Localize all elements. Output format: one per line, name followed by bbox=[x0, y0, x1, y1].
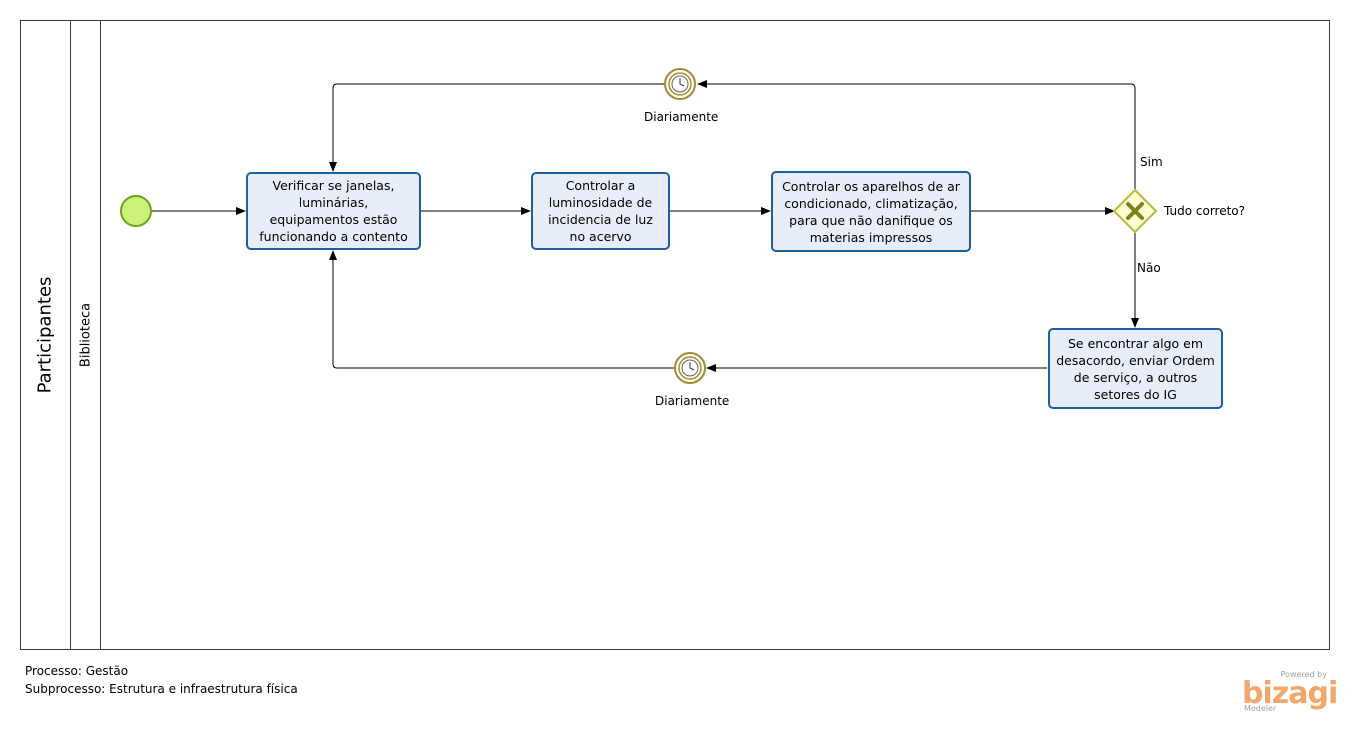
task-control-ac[interactable]: Controlar os aparelhos de ar condicionad… bbox=[771, 171, 971, 252]
timer-top-label: Diariamente bbox=[644, 110, 719, 124]
timer-bottom-label: Diariamente bbox=[655, 394, 730, 408]
flow-gateway-yes bbox=[697, 80, 1136, 190]
gateway-label: Tudo correto? bbox=[1164, 204, 1246, 218]
pool bbox=[20, 20, 1330, 650]
gateway-no-label: Não bbox=[1137, 261, 1161, 275]
exclusive-gateway bbox=[1112, 188, 1158, 234]
x-icon bbox=[1126, 202, 1144, 220]
footer-subprocess: Subprocesso: Estrutura e infraestrutura … bbox=[25, 682, 298, 696]
timer-event-top bbox=[664, 68, 696, 100]
logo-brand: bizagi bbox=[1242, 676, 1338, 711]
bizagi-logo: Powered by bizagi Modeler bbox=[1240, 670, 1338, 715]
lane-header bbox=[70, 20, 101, 650]
logo-product: Modeler bbox=[1244, 704, 1277, 713]
task-control-light[interactable]: Controlar a luminosidade de incidencia d… bbox=[531, 172, 670, 250]
pool-header bbox=[20, 20, 71, 650]
footer-process: Processo: Gestão bbox=[25, 664, 129, 678]
gateway-yes-label: Sim bbox=[1140, 155, 1163, 169]
task-service-order[interactable]: Se encontrar algo em desacordo, enviar O… bbox=[1048, 328, 1223, 409]
flow-timer-top-to-verify bbox=[329, 83, 664, 172]
flow-timer-bottom-to-verify bbox=[329, 250, 674, 369]
start-event bbox=[120, 195, 152, 227]
task-verify[interactable]: Verificar se janelas, luminárias, equipa… bbox=[246, 172, 421, 250]
timer-event-bottom bbox=[674, 352, 706, 384]
logo-powered-by: Powered by bbox=[1280, 670, 1327, 679]
